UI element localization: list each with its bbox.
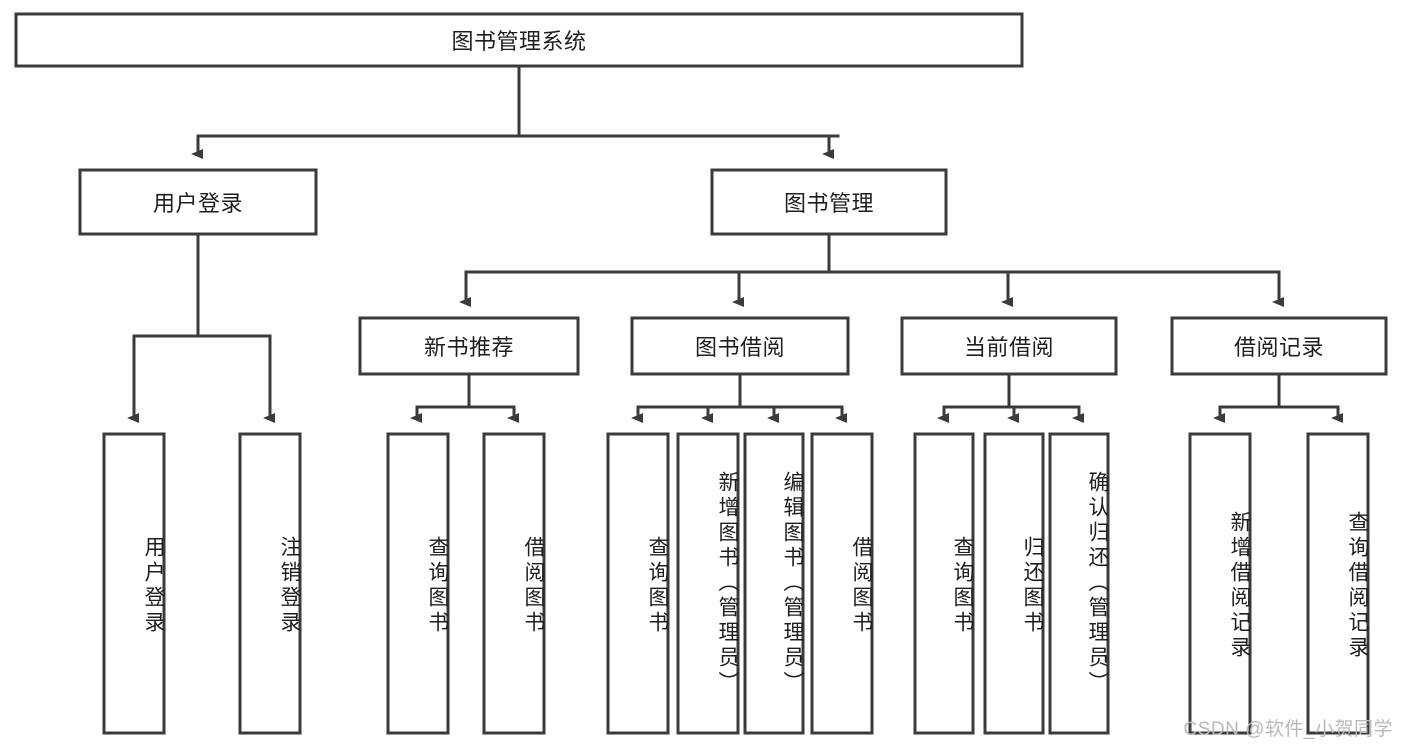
node-book-manage-box[interactable] bbox=[710, 168, 948, 236]
connector-current-borrow-to-leaves bbox=[937, 372, 1084, 423]
node-user-login-box[interactable] bbox=[78, 168, 318, 236]
leaf-box-query-book-current[interactable] bbox=[913, 432, 975, 735]
node-book-borrow-box[interactable] bbox=[630, 316, 850, 376]
connector-new-book-recommend-to-leaves bbox=[410, 372, 519, 423]
node-borrow-record-box[interactable] bbox=[1170, 316, 1388, 376]
connector-user-login-to-leaves bbox=[127, 232, 275, 423]
node-current-borrow-box[interactable] bbox=[900, 316, 1118, 376]
leaf-box-edit-book-admin[interactable] bbox=[743, 432, 805, 735]
leaf-box-query-book-rec[interactable] bbox=[386, 432, 450, 735]
connector-book-borrow-to-leaves bbox=[631, 372, 847, 423]
node-root-box[interactable] bbox=[14, 12, 1024, 68]
connector-root-to-level1 bbox=[191, 64, 840, 159]
node-new-book-recommend-box[interactable] bbox=[358, 316, 580, 376]
leaf-box-user-login[interactable] bbox=[102, 432, 166, 735]
connector-book-manage-to-level2 bbox=[459, 232, 1284, 307]
leaf-box-borrow-book-rec[interactable] bbox=[482, 432, 546, 735]
leaf-box-borrow-book[interactable] bbox=[810, 432, 874, 735]
leaf-box-return-book[interactable] bbox=[983, 432, 1045, 735]
connector-borrow-record-to-leaves bbox=[1213, 372, 1343, 423]
leaf-box-confirm-return-admin[interactable] bbox=[1048, 432, 1110, 735]
leaf-box-query-book-borrow[interactable] bbox=[606, 432, 670, 735]
leaf-box-logout[interactable] bbox=[238, 432, 302, 735]
leaf-box-query-borrow-record[interactable] bbox=[1306, 432, 1370, 735]
leaf-box-add-book-admin[interactable] bbox=[676, 432, 740, 735]
leaf-box-add-borrow-record[interactable] bbox=[1188, 432, 1252, 735]
